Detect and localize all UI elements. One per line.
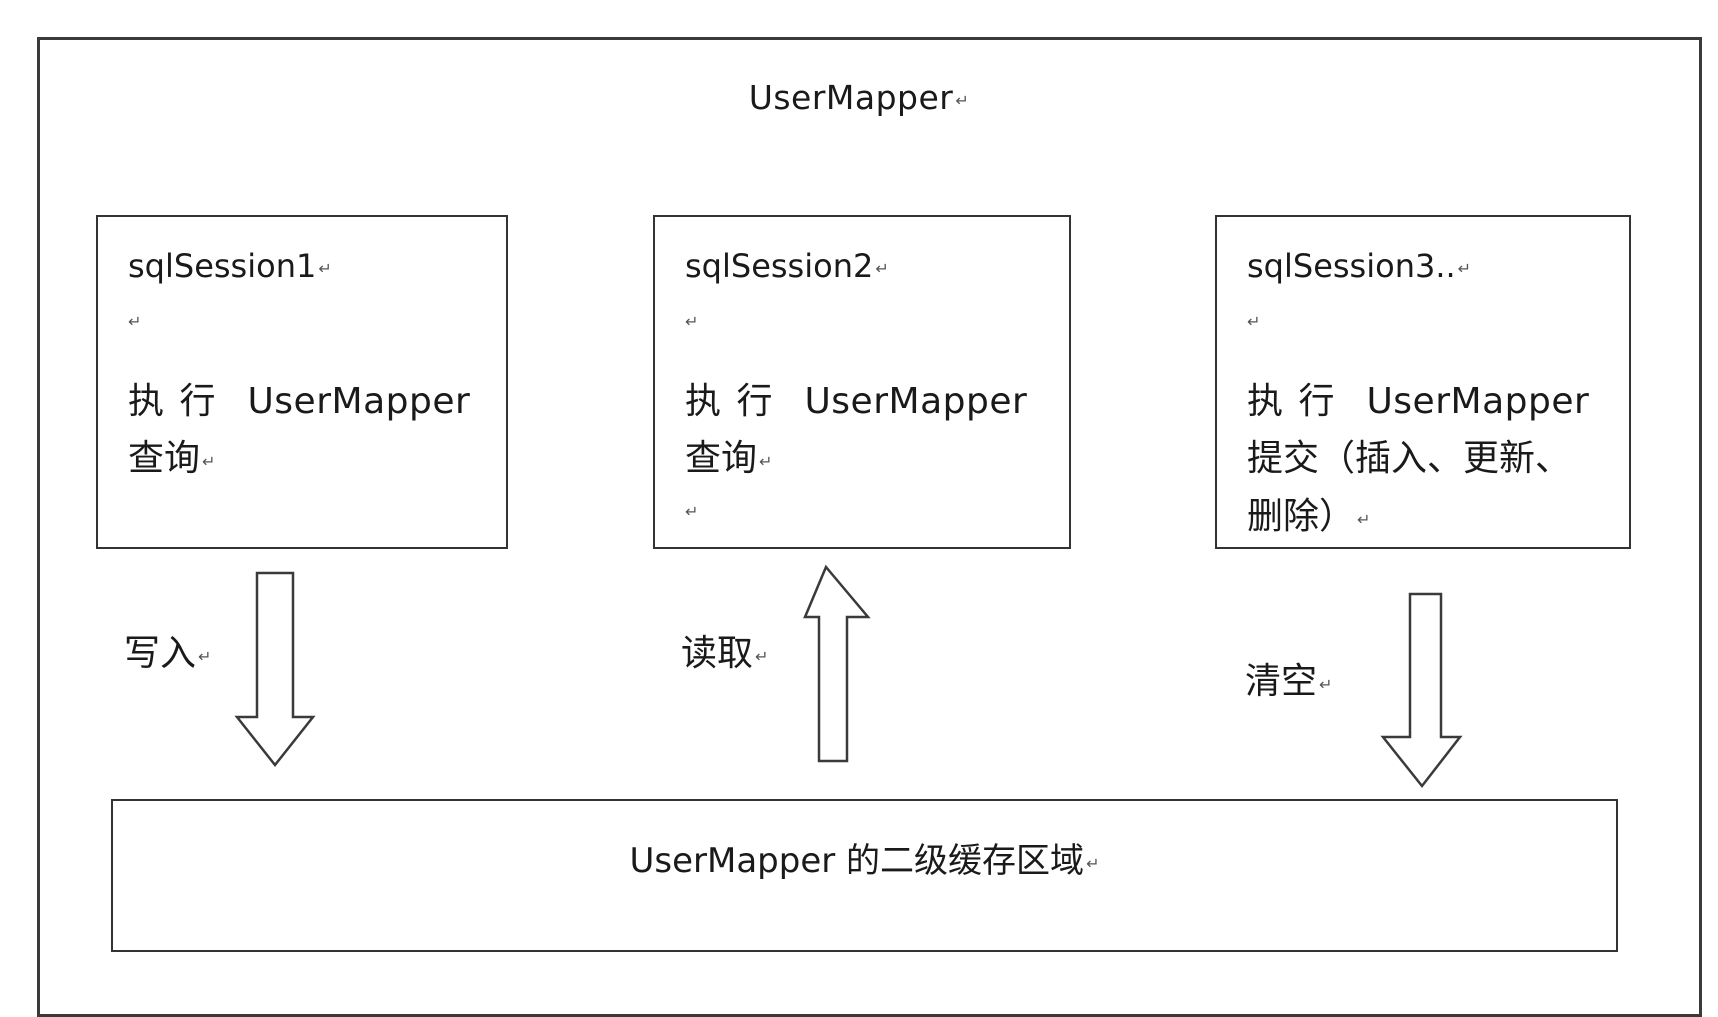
session-action: 执 行 UserMapper (685, 372, 1027, 424)
session-name: sqlSession3..↵ (1247, 247, 1471, 285)
session-name-text: sqlSession2 (685, 247, 874, 285)
action-line2-text: 查询 (685, 438, 758, 479)
read-label: 读取↵ (681, 624, 768, 676)
action-verb: 执 行 (1247, 381, 1337, 422)
write-label-text: 写入 (124, 633, 197, 674)
title-text: UserMapper (748, 78, 954, 117)
clear-label-text: 清空 (1245, 661, 1318, 702)
session-name: sqlSession1↵ (128, 247, 332, 285)
session-name: sqlSession2↵ (685, 247, 889, 285)
session-action-line2: 查询↵ (685, 429, 772, 481)
action-target: UserMapper (804, 381, 1028, 422)
arrows-layer (234, 564, 1463, 789)
clear-arrow-down-icon (1380, 592, 1463, 789)
action-line2-text: 查询 (128, 438, 201, 479)
session-action-line2: 提交（插入、更新、 (1247, 429, 1571, 481)
read-arrow-up-icon (803, 564, 871, 763)
return-mark-icon: ↵ (202, 451, 216, 471)
diagram-title: UserMapper↵ (0, 78, 1718, 117)
return-mark-icon: ↵ (1357, 509, 1371, 529)
action-verb: 执 行 (128, 381, 218, 422)
write-label: 写入↵ (124, 624, 211, 676)
session-action: 执 行 UserMapper (1247, 372, 1589, 424)
action-line2-text: 提交（插入、更新、 (1247, 438, 1572, 479)
session-name-text: sqlSession3.. (1247, 247, 1456, 285)
return-mark-icon: ↵ (685, 502, 699, 521)
session-name-text: sqlSession1 (128, 247, 317, 285)
action-verb: 执 行 (685, 381, 775, 422)
return-mark-icon: ↵ (875, 258, 889, 278)
return-mark-icon: ↵ (318, 258, 332, 278)
clear-label: 清空↵ (1245, 652, 1332, 704)
session-action: 执 行 UserMapper (128, 372, 470, 424)
return-mark-icon: ↵ (685, 312, 699, 331)
action-target: UserMapper (1366, 381, 1590, 422)
return-mark-icon: ↵ (755, 646, 769, 666)
read-label-text: 读取 (681, 633, 754, 674)
return-mark-icon: ↵ (759, 451, 773, 471)
return-mark-icon: ↵ (1319, 674, 1333, 694)
cache-area-label: UserMapper 的二级缓存区域↵ (113, 833, 1616, 882)
action-line3-text: 删除） (1247, 496, 1356, 537)
return-mark-icon: ↵ (1086, 853, 1100, 873)
session-action-line3: 删除）↵ (1247, 487, 1370, 539)
cache-area-label-text: UserMapper 的二级缓存区域 (629, 841, 1085, 881)
return-mark-icon: ↵ (955, 90, 970, 110)
return-mark-icon: ↵ (128, 312, 142, 331)
action-target: UserMapper (247, 381, 471, 422)
return-mark-icon: ↵ (1247, 312, 1261, 331)
write-arrow-down-icon (234, 571, 316, 768)
return-mark-icon: ↵ (198, 646, 212, 666)
return-mark-icon: ↵ (1457, 258, 1472, 278)
second-level-cache-area: UserMapper 的二级缓存区域↵ (111, 799, 1618, 952)
session-action-line2: 查询↵ (128, 429, 215, 481)
